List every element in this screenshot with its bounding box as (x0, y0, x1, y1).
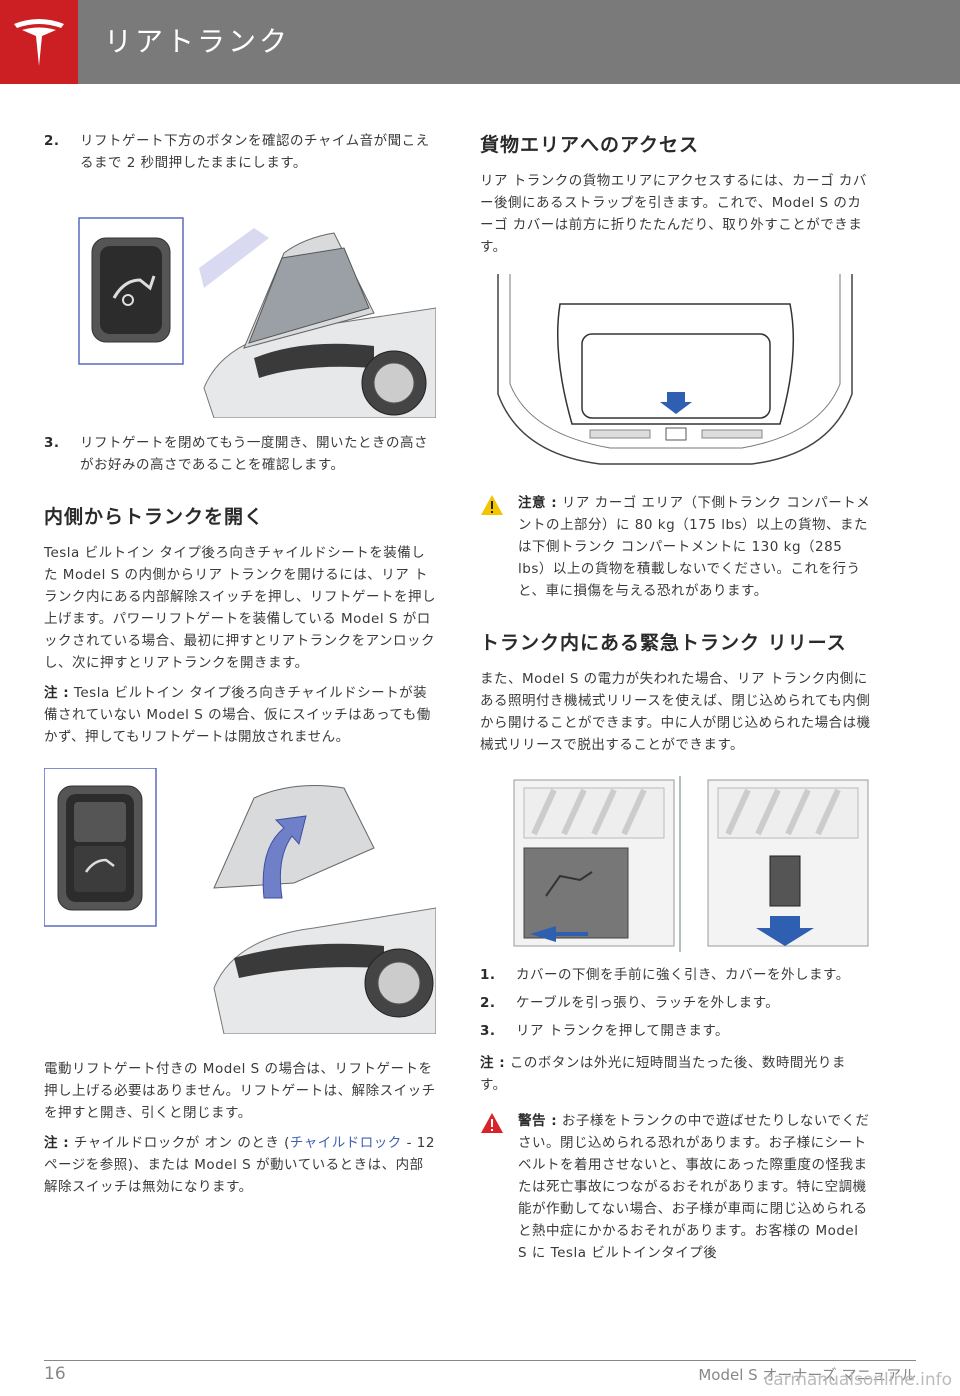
note: 注 : Tesla ビルトイン タイプ後ろ向きチャイルドシートが装備されていない… (44, 682, 436, 748)
step-text: リフトゲートを閉めてもう一度開き、開いたときの高さがお好みの高さであることを確認… (80, 435, 428, 473)
paragraph: Tesla ビルトイン タイプ後ろ向きチャイルドシートを装備した Model S… (44, 545, 436, 671)
footer-divider (44, 1360, 916, 1361)
child-lock-link[interactable]: チャイルドロック (289, 1135, 402, 1151)
caution-icon (480, 494, 504, 520)
note-label: 注 : (44, 1135, 70, 1151)
step-number: 3. (44, 435, 60, 451)
caution-notice: 注意 : リア カーゴ エリア（下側トランク コンパートメントの上部分）に 80… (480, 492, 872, 602)
step-text: ケーブルを引っ張り、ラッチを外します。 (516, 995, 780, 1011)
section-heading-cargo-access: 貨物エリアへのアクセス (480, 134, 700, 156)
warning-notice: 警告 : お子様をトランクの中で遊ばせたりしないでください。閉じ込められる恐れが… (480, 1110, 872, 1264)
warning-label: 警告 : (518, 1113, 558, 1129)
right-column: 貨物エリアへのアクセス リア トランクの貨物エリアにアクセスするには、カーゴ カ… (480, 130, 872, 1264)
paragraph: 電動リフトゲート付きの Model S の場合は、リフトゲートを押し上げる必要は… (44, 1061, 436, 1121)
section-heading-emergency-release: トランク内にある緊急トランク リリース (480, 632, 847, 654)
watermark: carmanualsonline.info (763, 1370, 952, 1390)
note-text: Tesla ビルトイン タイプ後ろ向きチャイルドシートが装備されていない Mod… (44, 685, 431, 745)
note-text-post: - 12 ページを参照)、または Model S が動いているときは、内部解除ス… (44, 1135, 435, 1195)
step-2: 2. リフトゲート下方のボタンを確認のチャイム音が聞こえるまで 2 秒間押したま… (44, 130, 436, 174)
step-number: 2. (480, 995, 496, 1011)
warning-paragraph: 警告 : お子様をトランクの中で遊ばせたりしないでください。閉じ込められる恐れが… (518, 1110, 872, 1264)
note-text-pre: チャイルドロックが オン のとき ( (69, 1135, 290, 1151)
liftgate-button-figure (44, 188, 437, 419)
paragraph: リア トランクの貨物エリアにアクセスするには、カーゴ カバー後側にあるストラップ… (480, 173, 867, 255)
warning-icon (480, 1112, 504, 1138)
step-1: 1. カバーの下側を手前に強く引き、カバーを外します。 (480, 964, 872, 986)
note: 注 : このボタンは外光に短時間当たった後、数時間光ります。 (480, 1052, 872, 1096)
caution-label: 注意 : (518, 495, 558, 511)
cargo-cover-figure (480, 274, 872, 474)
step-number: 2. (44, 133, 60, 149)
step-2: 2. ケーブルを引っ張り、ラッチを外します。 (480, 992, 872, 1014)
footer-manual-title: Model S オーナーズ マニュアル (698, 1366, 916, 1384)
emergency-release-figure (480, 776, 872, 952)
note: 注 : チャイルドロックが オン のとき (チャイルドロック - 12 ページを… (44, 1132, 436, 1198)
note-label: 注 : (44, 685, 70, 701)
release-switch-figure (43, 767, 437, 1035)
page-number: 16 (44, 1364, 66, 1384)
page-header: リアトランク (0, 0, 960, 84)
caution-paragraph: 注意 : リア カーゴ エリア（下側トランク コンパートメントの上部分）に 80… (518, 492, 872, 602)
note-label: 注 : (480, 1055, 506, 1071)
caution-text: リア カーゴ エリア（下側トランク コンパートメントの上部分）に 80 kg（1… (518, 495, 871, 599)
warning-text: お子様をトランクの中で遊ばせたりしないでください。閉じ込められる恐れがあります。… (518, 1113, 870, 1261)
paragraph: また、Model S の電力が失われた場合、リア トランク内側にある照明付き機械… (480, 671, 871, 753)
step-text: カバーの下側を手前に強く引き、カバーを外します。 (516, 967, 850, 983)
step-3: 3. リフトゲートを閉めてもう一度開き、開いたときの高さがお好みの高さであること… (44, 432, 436, 476)
note-text: このボタンは外光に短時間当たった後、数時間光ります。 (480, 1055, 846, 1093)
left-column: 2. リフトゲート下方のボタンを確認のチャイム音が聞こえるまで 2 秒間押したま… (43, 130, 437, 1198)
page-title: リアトランク (104, 25, 291, 58)
step-text: リフトゲート下方のボタンを確認のチャイム音が聞こえるまで 2 秒間押したままにし… (80, 133, 430, 171)
step-text: リア トランクを押して開きます。 (516, 1023, 730, 1039)
step-3: 3. リア トランクを押して開きます。 (480, 1020, 872, 1042)
step-number: 3. (480, 1023, 496, 1039)
tesla-logo (0, 0, 78, 84)
section-heading-open-from-inside: 内側からトランクを開く (44, 506, 265, 528)
step-number: 1. (480, 967, 496, 983)
